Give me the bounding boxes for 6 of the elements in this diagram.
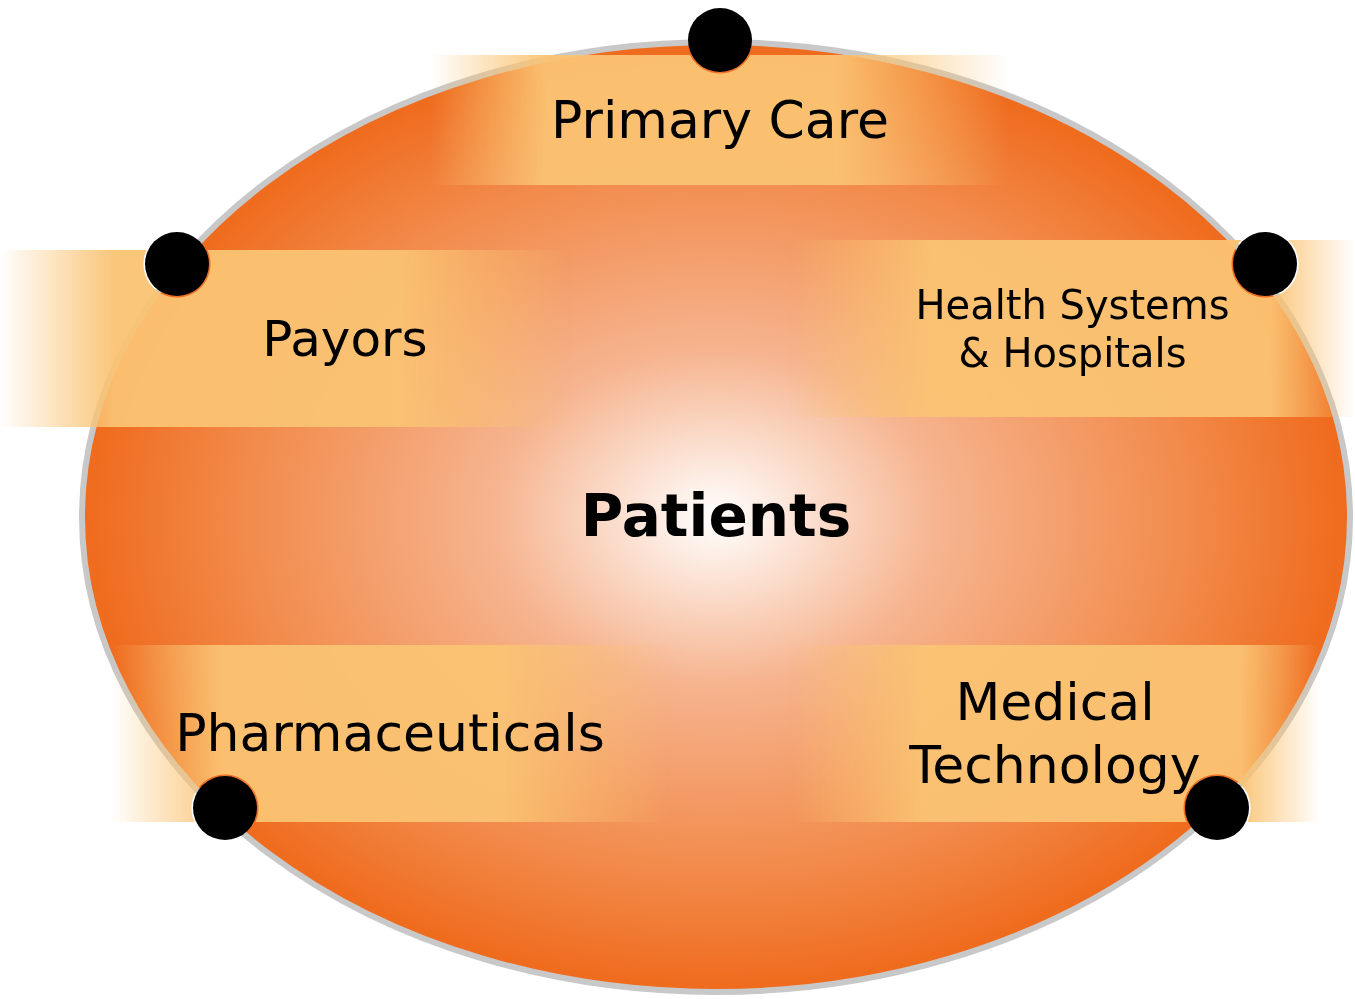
sector-label: Primary Care xyxy=(551,88,889,152)
sector-label: Payors xyxy=(262,308,428,369)
sector-label: Health Systems & Hospitals xyxy=(914,280,1231,377)
sector-label: Pharmaceuticals xyxy=(175,702,605,765)
sector-label: Medical Technology xyxy=(908,671,1202,796)
center-label: Patients xyxy=(580,482,852,552)
